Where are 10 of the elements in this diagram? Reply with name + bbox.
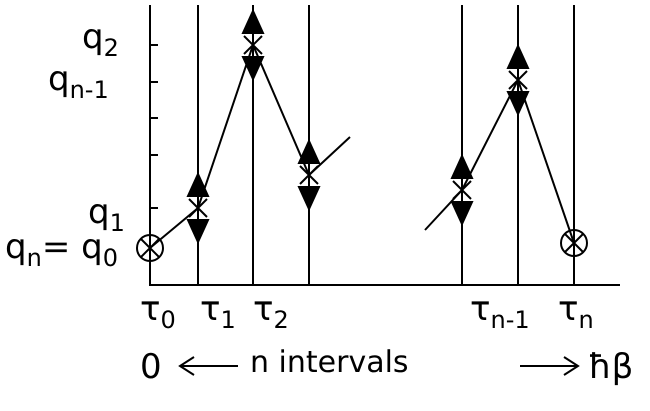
interval-label: n intervals	[250, 348, 409, 378]
range-start-label: 0	[140, 350, 162, 384]
tick-label: τ$_{1}$	[200, 292, 236, 332]
axis-label: q$_{2}$	[82, 20, 119, 60]
tick-label: τ$_{2}$	[253, 292, 289, 332]
tick-label: τ$_{n-1}$	[470, 292, 530, 332]
tick-label: τ$_{n}$	[558, 292, 594, 332]
axis-label: q$_{n-1}$	[48, 62, 109, 102]
tick-label: τ$_{0}$	[140, 292, 176, 332]
range-end-label: ħβ	[588, 350, 634, 384]
